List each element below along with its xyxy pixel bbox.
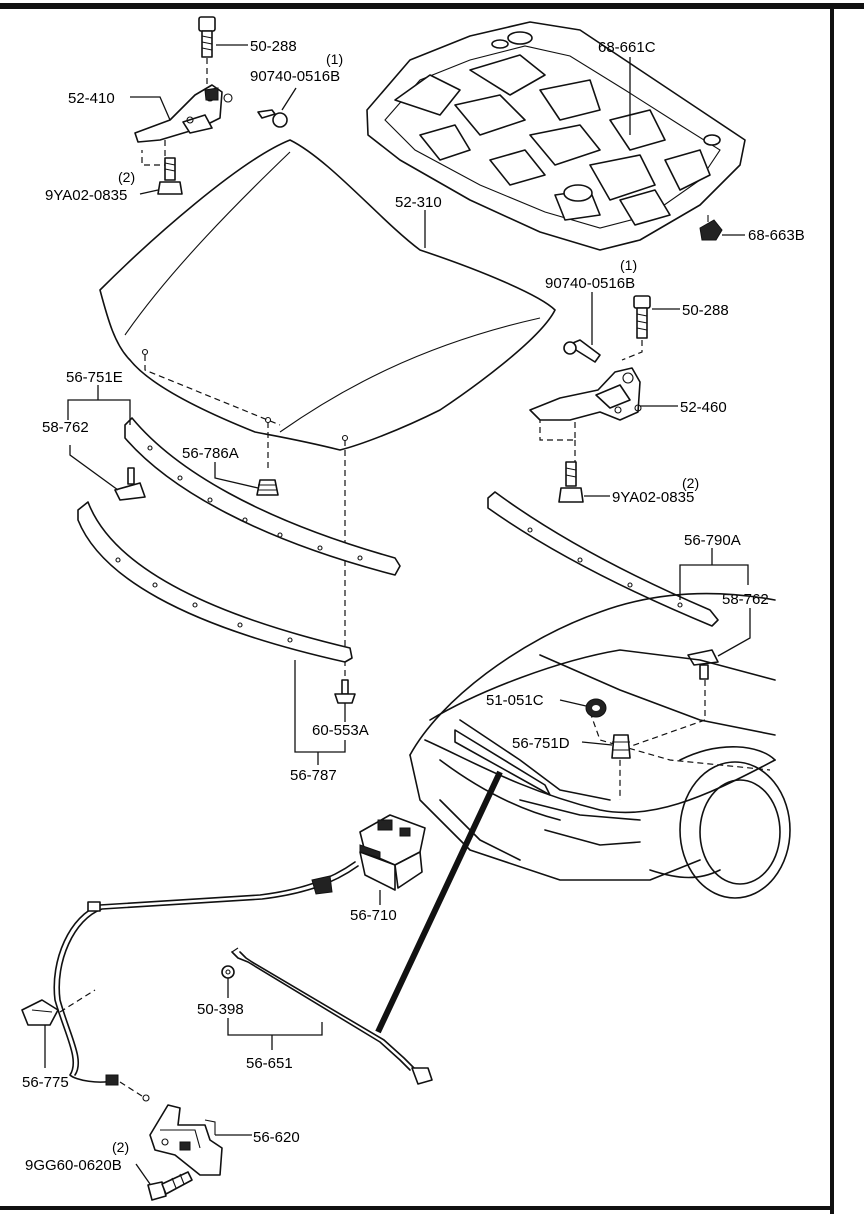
label-56-651: 56-651 [246, 1055, 293, 1072]
label-58-762-a: 58-762 [42, 419, 89, 436]
bracket-56-787 [294, 660, 346, 753]
cable-end-ring [142, 1094, 150, 1102]
bumper-56-786a [256, 479, 279, 496]
label-56-787: 56-787 [290, 767, 337, 784]
label-56-751d: 56-751D [512, 735, 570, 752]
dash-car-hood-stay [589, 711, 771, 771]
stopper-56-751d [611, 734, 631, 759]
cable-routing-line [375, 770, 503, 1034]
hinge-52-410 [134, 84, 223, 143]
label-50-398: 50-398 [197, 1001, 244, 1018]
label-50-288-b: 50-288 [682, 302, 729, 319]
bolt-50-288-upper [198, 16, 216, 58]
qty-90740-a: (1) [326, 51, 343, 67]
screw-90740-b [563, 339, 601, 363]
label-90740-b: 90740-0516B [545, 275, 635, 292]
qty-90740-b: (1) [620, 257, 637, 273]
clip-56-775 [21, 999, 59, 1026]
clip-58-762-a [114, 467, 146, 501]
label-56-751e: 56-751E [66, 369, 123, 386]
label-56-786a: 56-786A [182, 445, 239, 462]
label-56-620: 56-620 [253, 1129, 300, 1146]
dash-cable-lever [119, 1081, 143, 1097]
label-51-051c: 51-051C [486, 692, 544, 709]
label-52-310: 52-310 [395, 194, 442, 211]
bracket-56-790a [679, 564, 749, 600]
qty-9gg60: (2) [112, 1139, 129, 1155]
label-52-410: 52-410 [68, 90, 115, 107]
bracket-56-751e [67, 399, 131, 425]
label-56-790a: 56-790A [684, 532, 741, 549]
dash-hinge-right-bolt [539, 420, 576, 462]
bumper-51-051c [585, 698, 607, 718]
label-9gg60: 9GG60-0620B [25, 1157, 122, 1174]
label-68-661c: 68-661C [598, 39, 656, 56]
seal-56-751e [124, 417, 401, 576]
latch-56-710 [359, 814, 426, 891]
retainer-68-663b [699, 215, 723, 241]
qty-9ya02-b: (2) [682, 475, 699, 491]
label-56-775: 56-775 [22, 1074, 69, 1091]
dash-hinge-left-bolt [141, 140, 166, 175]
leader-51-051c [559, 699, 587, 707]
bracket-56-651 [227, 1018, 323, 1036]
leader-9ya02-a [139, 189, 159, 195]
label-68-663b: 68-663B [748, 227, 805, 244]
leader-58-762-b [717, 608, 751, 657]
leader-58-762-a [69, 445, 119, 491]
dash-car-seal [619, 680, 706, 800]
bolt-9gg60 [147, 1171, 193, 1201]
hood-insulator [366, 21, 746, 251]
label-9ya02-a: 9YA02-0835 [45, 187, 127, 204]
weatherstrip-56-787 [77, 501, 353, 663]
label-56-710: 56-710 [350, 907, 397, 924]
leader-9gg60 [135, 1163, 151, 1185]
lever-56-620 [149, 1104, 223, 1176]
hood-stay-56-651 [231, 947, 433, 1085]
dash-hood-front [144, 355, 281, 426]
qty-9ya02-a: (2) [118, 169, 135, 185]
hood-panel [99, 139, 556, 451]
hinge-52-460 [529, 367, 642, 421]
label-9ya02-b: 9YA02-0835 [612, 489, 694, 506]
pin-60-553a [334, 679, 356, 704]
bolt-9ya02-a [157, 157, 183, 195]
seal-56-790a [487, 491, 719, 627]
leader-90740-a [281, 87, 297, 111]
leader-52-410 [130, 96, 171, 121]
dash-cable-clip [59, 989, 96, 1013]
label-50-288-a: 50-288 [250, 38, 297, 55]
car-front-seal [454, 729, 551, 796]
label-90740-a: 90740-0516B [250, 68, 340, 85]
grommet-50-398 [221, 965, 235, 979]
leader-56-786a [214, 462, 259, 489]
bolt-9ya02-b [558, 461, 584, 503]
leader-56-751d [581, 741, 613, 746]
dash-hinge-right-top [621, 340, 643, 361]
car-body [409, 592, 791, 899]
bolt-50-288-lower [633, 295, 651, 339]
label-52-460: 52-460 [680, 399, 727, 416]
clip-58-762-b [687, 649, 719, 680]
cable-end [105, 1074, 119, 1086]
release-cable [53, 861, 359, 1083]
label-60-553a: 60-553A [312, 722, 369, 739]
screw-90740-a [223, 93, 288, 128]
